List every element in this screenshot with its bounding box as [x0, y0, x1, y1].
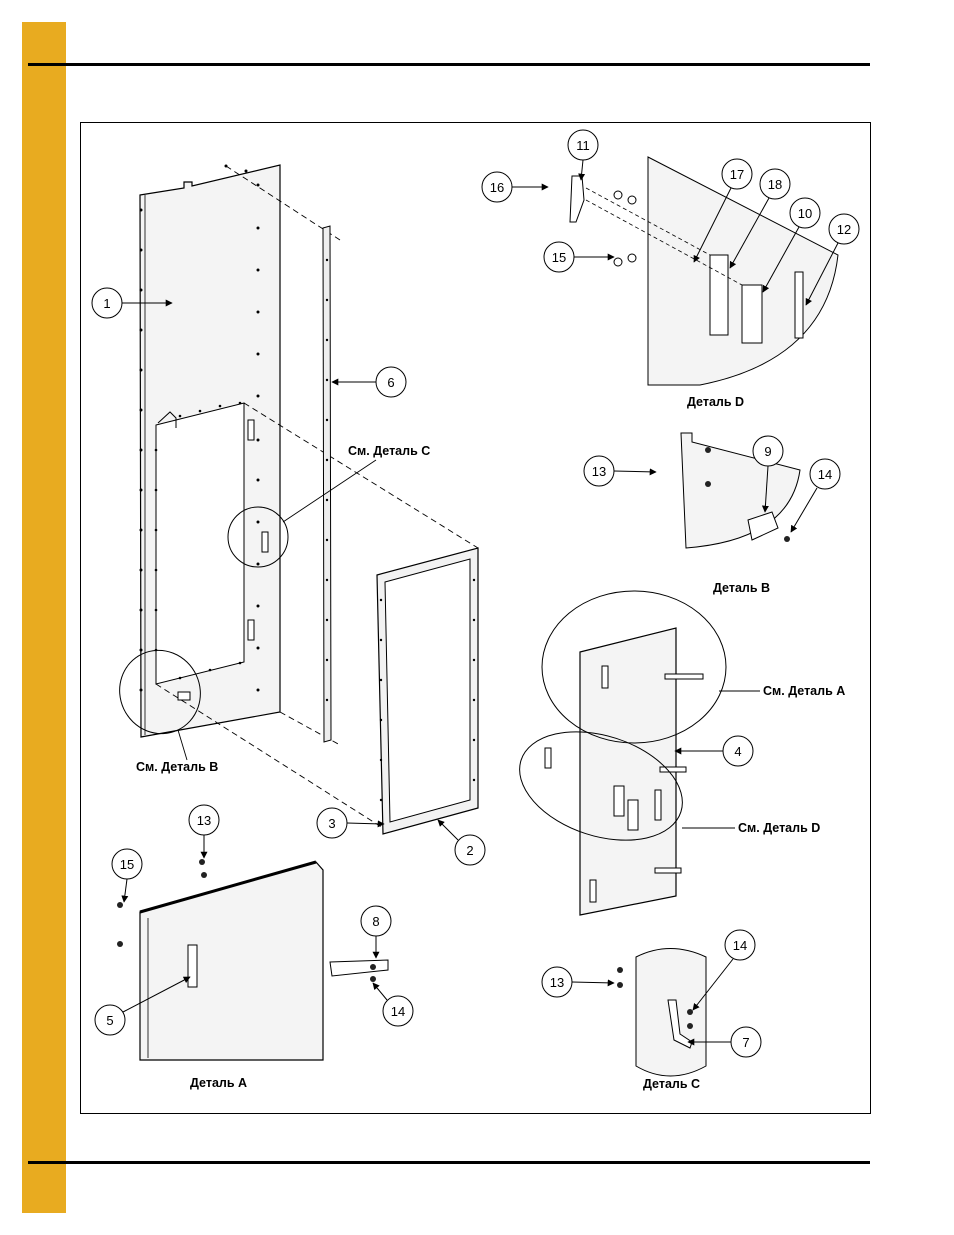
callout-9-number: 9: [764, 444, 771, 459]
label-detail-a: Деталь А: [190, 1076, 247, 1090]
callout-10-number: 10: [798, 206, 812, 221]
label-see-detail-c: См. Деталь С: [348, 444, 430, 458]
callout-4: 4: [675, 736, 753, 766]
main-door-panel: [140, 165, 281, 738]
callout-7-number: 7: [742, 1035, 749, 1050]
callout-14-number-a: 14: [391, 1004, 405, 1019]
callout-2-number: 2: [466, 843, 473, 858]
label-detail-d: Деталь D: [687, 395, 744, 409]
callout-15-detail-d: 15: [544, 242, 614, 272]
hinge-strip: [323, 226, 331, 742]
label-detail-c: Деталь С: [643, 1077, 700, 1091]
label-see-detail-a: См. Деталь А: [763, 684, 845, 698]
callout-6-number: 6: [387, 375, 394, 390]
callout-17-number: 17: [730, 167, 744, 182]
callout-14-number: 14: [818, 467, 832, 482]
callout-4-number: 4: [734, 744, 741, 759]
callout-5-number: 5: [106, 1013, 113, 1028]
callout-8: 8: [361, 906, 391, 958]
callout-13-detail-b: 13: [584, 456, 656, 486]
callout-15-number-a: 15: [120, 857, 134, 872]
detail-d-drawing: [570, 157, 838, 385]
callout-15-detail-a: 15: [112, 849, 142, 902]
callout-2: 2: [438, 820, 485, 865]
callout-11: 11: [568, 130, 598, 180]
callout-16: 16: [482, 172, 548, 202]
callout-8-number: 8: [372, 914, 379, 929]
callout-13-detail-a: 13: [189, 805, 219, 858]
callout-15-number: 15: [552, 250, 566, 265]
callout-18-number: 18: [768, 177, 782, 192]
detail-c-drawing: [617, 949, 706, 1077]
label-detail-b: Деталь B: [713, 581, 770, 595]
callout-12-number: 12: [837, 222, 851, 237]
callout-14-detail-a: 14: [373, 983, 413, 1026]
callout-3: 3: [317, 808, 384, 838]
callout-1-number: 1: [103, 296, 110, 311]
callout-3-number: 3: [328, 816, 335, 831]
door-item-4: [545, 628, 703, 915]
callout-13-detail-c: 13: [542, 967, 614, 997]
callout-6: 6: [332, 367, 406, 397]
callout-13-number-c: 13: [550, 975, 564, 990]
callout-13-number: 13: [592, 464, 606, 479]
detail-a-drawing: [117, 859, 388, 1060]
callout-11-number: 11: [576, 138, 590, 153]
seal-frame: [377, 548, 478, 834]
callout-16-number: 16: [490, 180, 504, 195]
label-see-detail-b: См. Деталь B: [136, 760, 218, 774]
label-see-detail-d: См. Деталь D: [738, 821, 820, 835]
callout-13-number-a: 13: [197, 813, 211, 828]
callout-14-number-c: 14: [733, 938, 747, 953]
